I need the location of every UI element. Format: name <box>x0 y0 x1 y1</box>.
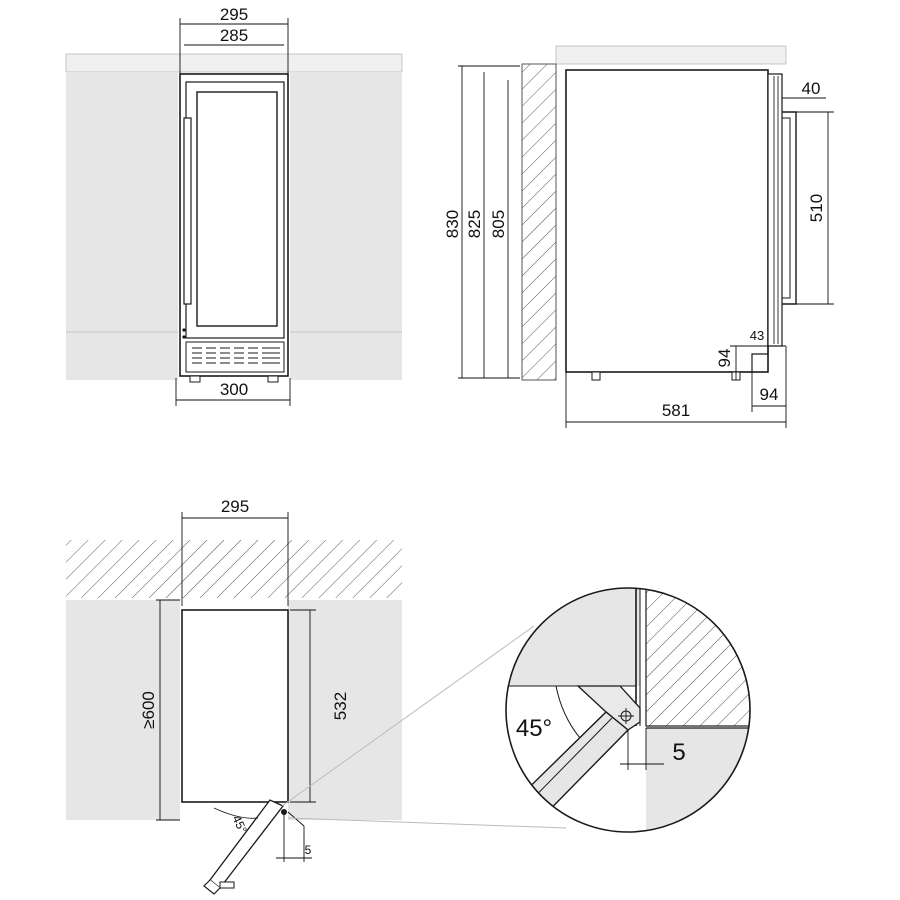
top-view: 45° 295 ≥600 532 5 <box>66 497 567 895</box>
right-cabinet <box>290 72 402 380</box>
top-left-cabinet <box>66 600 180 820</box>
detail-projection-upper <box>281 625 535 807</box>
dim-43-label: 43 <box>750 328 764 343</box>
dim-top-295-label: 295 <box>221 497 249 516</box>
dimension-top-width: 295 <box>181 497 289 606</box>
dim-825-label: 825 <box>465 210 484 238</box>
dim-40-label: 40 <box>802 79 821 98</box>
countertop <box>65 53 403 73</box>
detail-angle-arc <box>555 685 581 739</box>
foot-left <box>189 375 201 383</box>
dim-532-label: 532 <box>331 692 350 720</box>
side-handle <box>782 111 797 305</box>
dimension-plinth-gap: 43 <box>748 328 786 347</box>
detail-angle-label: 45° <box>516 715 552 742</box>
dim-295-label: 295 <box>220 5 248 24</box>
dimension-top-depth: 532 <box>290 609 350 803</box>
detail-gap-label: 5 <box>672 739 685 766</box>
dim-830-label: 830 <box>443 210 462 238</box>
side-foot-rear <box>591 371 601 381</box>
side-countertop <box>555 45 787 65</box>
dim-805-label: 805 <box>489 210 508 238</box>
dimension-top-gap: 5 <box>276 811 312 862</box>
top-wall <box>66 540 402 598</box>
foot-right <box>267 375 279 383</box>
dimension-foot-height: 94 <box>715 345 752 380</box>
dim-94-vertical-label: 94 <box>715 349 734 368</box>
dimension-handle: 510 <box>796 111 834 305</box>
detail-projection-lower <box>287 817 567 829</box>
dim-581-label: 581 <box>662 401 690 420</box>
top-open-door <box>203 799 287 895</box>
door-glass <box>196 91 278 327</box>
top-appliance-body <box>181 609 289 803</box>
dim-510-label: 510 <box>807 194 826 222</box>
dimension-width-inner: 285 <box>184 26 284 46</box>
door-handle <box>183 117 192 305</box>
dimension-door-offset: 40 <box>781 74 826 104</box>
dimension-depth: 581 <box>565 372 786 428</box>
detail-wall <box>645 588 750 727</box>
top-angle-arc <box>213 807 259 819</box>
dim-top-5-label: 5 <box>305 843 312 857</box>
side-door <box>767 73 783 347</box>
side-view: 830 825 805 40 510 43 94 <box>443 45 834 428</box>
side-plinth <box>751 346 769 372</box>
dimension-foot-depth: 94 <box>751 346 787 428</box>
wine-cooler-body <box>179 73 289 377</box>
dim-285-label: 285 <box>220 26 248 45</box>
dim-94-horizontal-label: 94 <box>760 385 779 404</box>
front-view: 295 285 300 <box>65 5 403 406</box>
side-body <box>565 69 769 373</box>
vent-grille <box>185 341 285 373</box>
dimension-width-outer: 295 <box>179 5 289 74</box>
top-right-cabinet <box>288 600 402 820</box>
dim-300-label: 300 <box>220 380 248 399</box>
side-wall <box>521 63 557 381</box>
left-cabinet <box>66 72 178 380</box>
dimension-width-bottom: 300 <box>175 378 291 406</box>
detail-view: 45° 5 <box>505 587 751 833</box>
dimension-heights: 830 825 805 <box>443 65 520 379</box>
dimension-min-depth: ≥600 <box>139 599 180 821</box>
dim-min-600-label: ≥600 <box>139 691 158 729</box>
